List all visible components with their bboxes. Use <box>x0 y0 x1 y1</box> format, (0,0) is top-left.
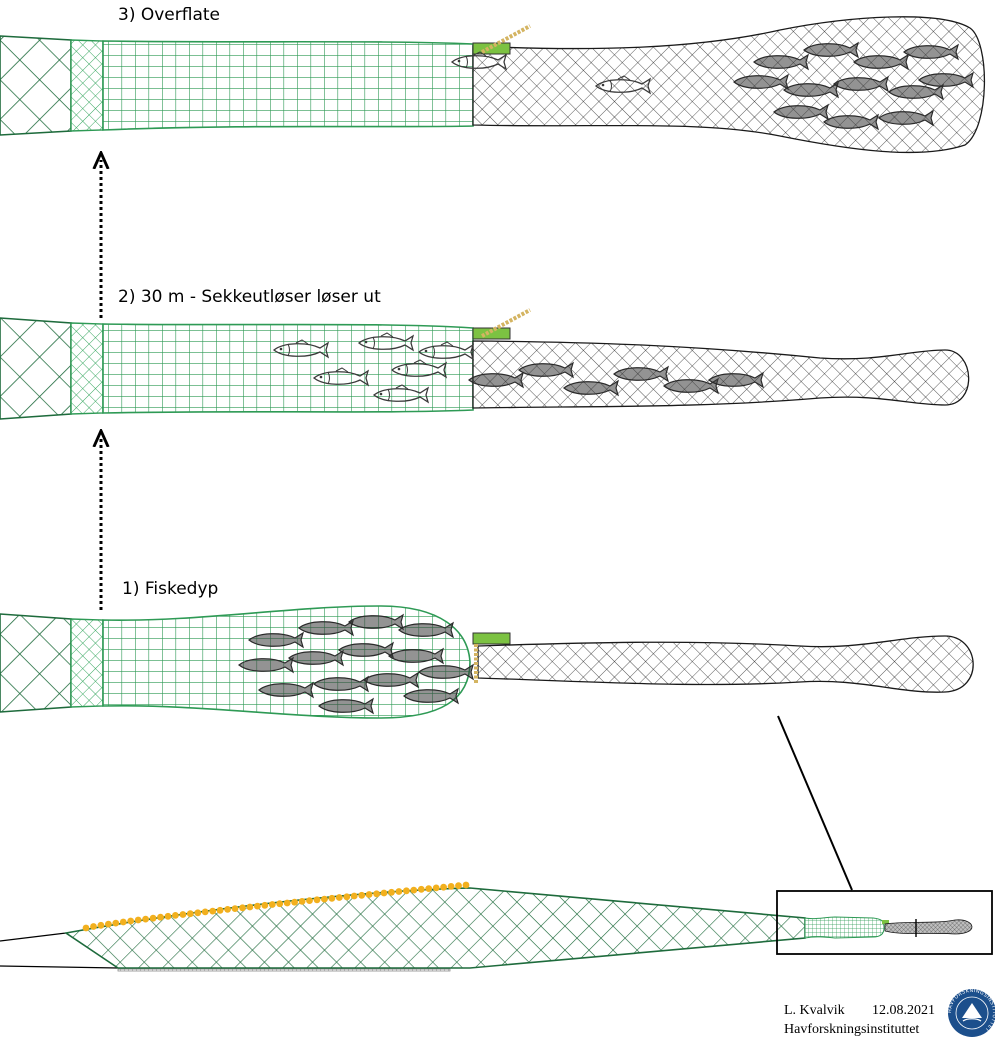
trawl-net <box>63 887 806 969</box>
float <box>447 883 455 890</box>
float <box>82 924 90 932</box>
stage-1-trawl-body <box>0 613 72 713</box>
float <box>216 906 224 914</box>
mini-release-device <box>882 920 889 924</box>
stage-1-label: 1) Fiskedyp <box>122 579 218 599</box>
stage-3-extension-mesh <box>70 39 104 132</box>
float <box>343 893 351 901</box>
credit-institute: Havforskningsinstituttet <box>784 1022 919 1037</box>
float <box>157 913 164 921</box>
stage-1-black-codend <box>477 635 974 693</box>
float <box>186 910 194 918</box>
float <box>224 906 232 913</box>
float <box>321 895 328 903</box>
float <box>291 898 298 906</box>
float <box>149 914 157 922</box>
zoom-box <box>776 890 993 955</box>
float <box>417 885 425 893</box>
float <box>112 919 120 927</box>
float <box>231 905 239 912</box>
float <box>194 909 202 917</box>
float <box>239 904 246 912</box>
stage-1-release-device <box>472 632 511 645</box>
float <box>105 920 112 928</box>
institute-logo: HAVFORSKNINGSINSTITUTTET <box>947 988 995 1037</box>
float <box>306 897 313 904</box>
stage-3-overflate: 3) Overflate <box>0 5 986 154</box>
lower-warp-line <box>0 965 119 969</box>
float <box>350 892 358 900</box>
float <box>179 911 187 918</box>
float-row <box>82 881 470 932</box>
stage-3-black-codend <box>472 16 986 154</box>
mini-black-codend <box>884 919 973 935</box>
stage-1-extension-mesh <box>70 618 104 708</box>
float <box>335 894 343 901</box>
float <box>388 888 395 896</box>
upper-warp-line <box>0 932 67 942</box>
float <box>246 903 254 911</box>
stage-3-label: 3) Overflate <box>118 5 220 25</box>
float <box>254 902 261 910</box>
float <box>410 886 418 894</box>
float <box>172 912 179 919</box>
float <box>358 891 366 899</box>
stage-2-extension-mesh <box>70 322 104 415</box>
stage-2-trawl-body <box>0 317 72 420</box>
logo-emblem-icon <box>962 1003 982 1018</box>
float <box>127 917 135 925</box>
float <box>201 908 209 916</box>
stage-1-fiskedyp: 1) Fiskedyp <box>0 579 974 719</box>
float <box>283 899 291 907</box>
zoom-frame <box>776 890 993 955</box>
stage-2-release-rope <box>481 308 531 338</box>
zoom-leader-line <box>777 715 853 891</box>
float <box>425 885 433 892</box>
credit-author: L. Kvalvik <box>784 1003 845 1018</box>
float <box>90 923 97 930</box>
stage-3-release-rope <box>481 24 531 54</box>
float <box>373 890 380 898</box>
float <box>380 889 388 897</box>
float <box>432 884 440 892</box>
stage-2-release-device <box>472 327 511 340</box>
float <box>119 918 127 926</box>
float <box>440 883 447 891</box>
float <box>313 896 321 904</box>
float <box>142 915 150 923</box>
float <box>276 900 284 908</box>
float <box>365 891 373 898</box>
float <box>164 912 172 920</box>
float <box>134 916 142 924</box>
credit-block: L. Kvalvik 12.08.2021 Havforskningsinsti… <box>784 1003 935 1037</box>
mini-green-codend <box>804 916 885 939</box>
float <box>462 881 470 889</box>
float <box>97 921 105 929</box>
trawl-overview <box>0 881 806 972</box>
float <box>261 901 269 909</box>
float <box>395 888 403 895</box>
stage-3-trawl-body <box>0 35 72 136</box>
float <box>328 894 336 902</box>
float <box>403 887 410 895</box>
float <box>298 898 306 905</box>
stage-2-green-codend <box>102 323 474 414</box>
stage-2-label: 2) 30 m - Sekkeutløser løser ut <box>118 287 381 307</box>
float <box>455 882 462 890</box>
float <box>268 901 276 908</box>
credit-date: 12.08.2021 <box>872 1003 935 1018</box>
stage-2-30m: 2) 30 m - Sekkeutløser løser ut <box>0 287 970 420</box>
float <box>209 907 217 915</box>
stage-3-green-codend <box>102 40 474 131</box>
